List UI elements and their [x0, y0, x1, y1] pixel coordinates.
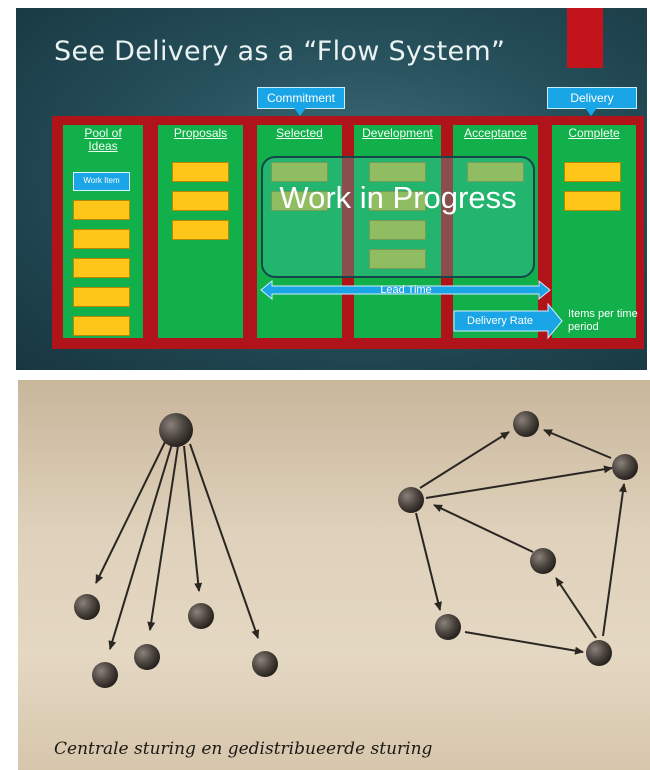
card [369, 220, 426, 240]
node [188, 603, 214, 629]
wip-label: Work in Progress [279, 180, 517, 215]
hub-node [159, 413, 193, 447]
delivery-rate-arrow-icon [453, 302, 563, 340]
column-header: Proposals [173, 126, 228, 140]
card [73, 258, 130, 278]
column-header: Pool of Ideas [84, 126, 122, 153]
card [369, 162, 426, 182]
node [586, 640, 612, 666]
delivery-rate-label: Delivery Rate [467, 315, 534, 327]
node [435, 614, 461, 640]
work-item-card: Work Item [73, 172, 130, 191]
column-header: Acceptance [464, 126, 527, 140]
red-accent-tab [567, 8, 603, 68]
card [73, 287, 130, 307]
column-header: Selected [276, 126, 323, 140]
spoke-arrow [147, 445, 179, 631]
slide-title: See Delivery as a “Flow System” [54, 36, 506, 67]
lead-time-arrow-icon [260, 279, 551, 301]
edge-arrow [543, 429, 612, 459]
spoke-arrow [189, 443, 260, 639]
card [564, 162, 621, 182]
edge-arrow [415, 512, 442, 611]
edge-arrow [555, 577, 597, 639]
card [172, 162, 229, 182]
card [564, 191, 621, 211]
card [172, 191, 229, 211]
card [467, 162, 524, 182]
commitment-arrow-icon [294, 108, 306, 116]
node [74, 594, 100, 620]
card [172, 220, 229, 240]
figure-caption: Centrale sturing en gedistribueerde stur… [54, 739, 433, 759]
column-development: Development [354, 125, 441, 338]
spoke-arrow [108, 443, 173, 650]
spoke-arrow [95, 439, 167, 584]
spoke-arrow [183, 445, 203, 592]
node [530, 548, 556, 574]
column-pool-of-ideas: Pool of Ideas Work Item [63, 125, 143, 338]
edge-arrow [419, 431, 510, 489]
node [513, 411, 539, 437]
node [398, 487, 424, 513]
column-proposals: Proposals [158, 125, 243, 338]
kanban-board: Pool of Ideas Work Item Proposals Select… [52, 116, 644, 349]
card [271, 191, 328, 211]
lead-time-label: Lead Time [380, 284, 432, 296]
edge-arrow [425, 465, 613, 499]
network-diagram [74, 411, 638, 688]
card [73, 229, 130, 249]
column-header: Complete [568, 126, 620, 140]
node [252, 651, 278, 677]
flow-arrows [260, 279, 563, 340]
network-edges [415, 429, 627, 655]
edge-arrow [433, 504, 534, 553]
node [92, 662, 118, 688]
card [271, 162, 328, 182]
card [73, 200, 130, 220]
book-page-photo: Centrale sturing en gedistribueerde stur… [18, 380, 650, 770]
edge-arrow [464, 631, 584, 655]
card [73, 316, 130, 336]
items-per-period-label: Items per time period [568, 308, 638, 333]
delivery-arrow-icon [585, 108, 597, 116]
central-spokes [95, 439, 260, 650]
card [369, 191, 426, 211]
card [369, 249, 426, 269]
work-in-progress-area: Work in Progress [261, 156, 535, 278]
node [134, 644, 160, 670]
edge-arrow [602, 483, 627, 637]
node [612, 454, 638, 480]
column-complete: Complete [552, 125, 636, 338]
column-header: Development [362, 126, 433, 140]
flow-system-slide: See Delivery as a “Flow System” Commitme… [16, 8, 647, 370]
